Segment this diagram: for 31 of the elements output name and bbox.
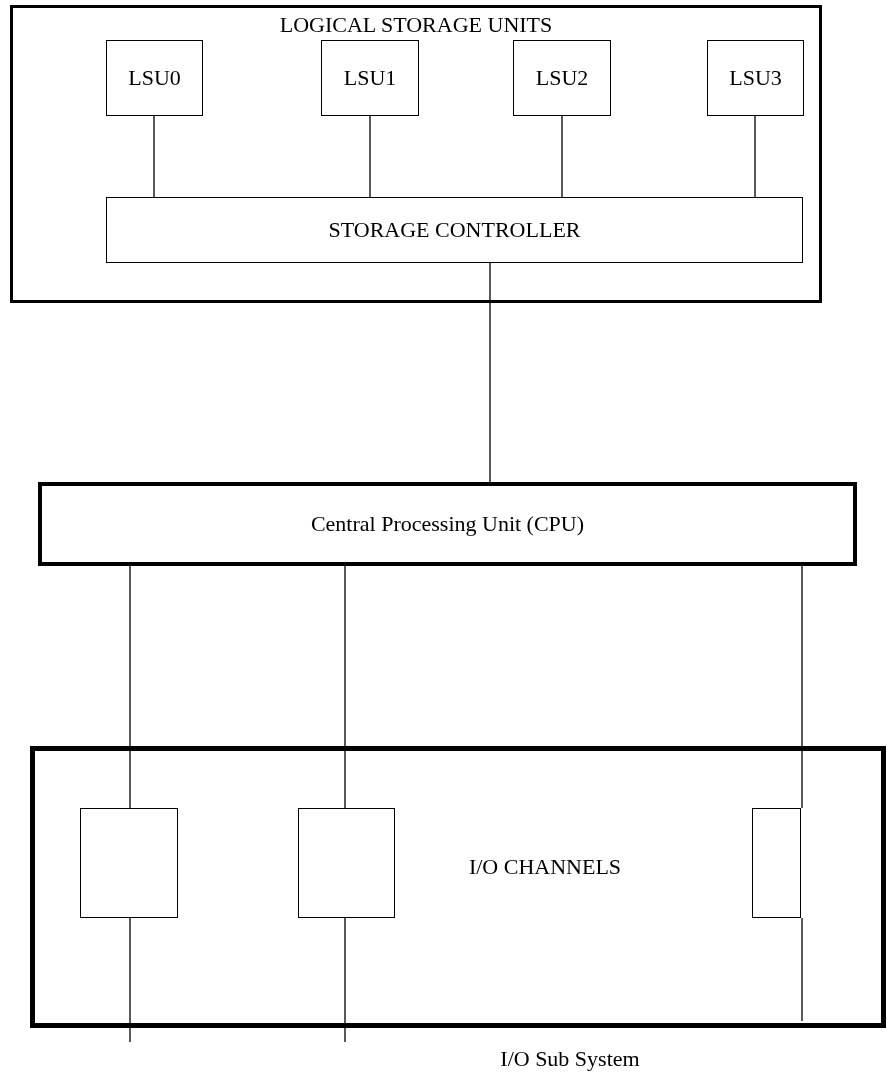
process-box [513, 40, 611, 116]
group-box [10, 5, 822, 303]
connector-line [129, 565, 131, 809]
connector-line [561, 115, 563, 198]
process-box [707, 40, 804, 116]
process-box [106, 197, 803, 263]
node-label: LSU3 [728, 65, 783, 91]
group-title: LOGICAL STORAGE UNITS [278, 12, 554, 38]
empty-box [80, 808, 178, 918]
connector-line [801, 917, 803, 1022]
group-box [30, 746, 886, 1028]
note-label: I/O Sub System [499, 1046, 641, 1072]
connector-line [153, 115, 155, 198]
connector-line [801, 565, 803, 809]
node-label: LSU0 [127, 65, 182, 91]
process-box [38, 482, 857, 566]
node-label: LSU2 [534, 65, 590, 91]
connector-line [754, 115, 756, 198]
group-title: I/O CHANNELS [467, 854, 623, 880]
node-label: STORAGE CONTROLLER [327, 217, 582, 243]
process-box [321, 40, 419, 116]
connector-line [344, 917, 346, 1043]
connector-line [129, 917, 131, 1043]
node-label: Central Processing Unit (CPU) [309, 511, 586, 537]
empty-box [298, 808, 395, 918]
process-box [106, 40, 203, 116]
empty-box [752, 808, 801, 918]
connector-line [344, 565, 346, 809]
connector-line [369, 115, 371, 198]
node-label: LSU1 [342, 65, 398, 91]
connector-line [489, 262, 491, 483]
